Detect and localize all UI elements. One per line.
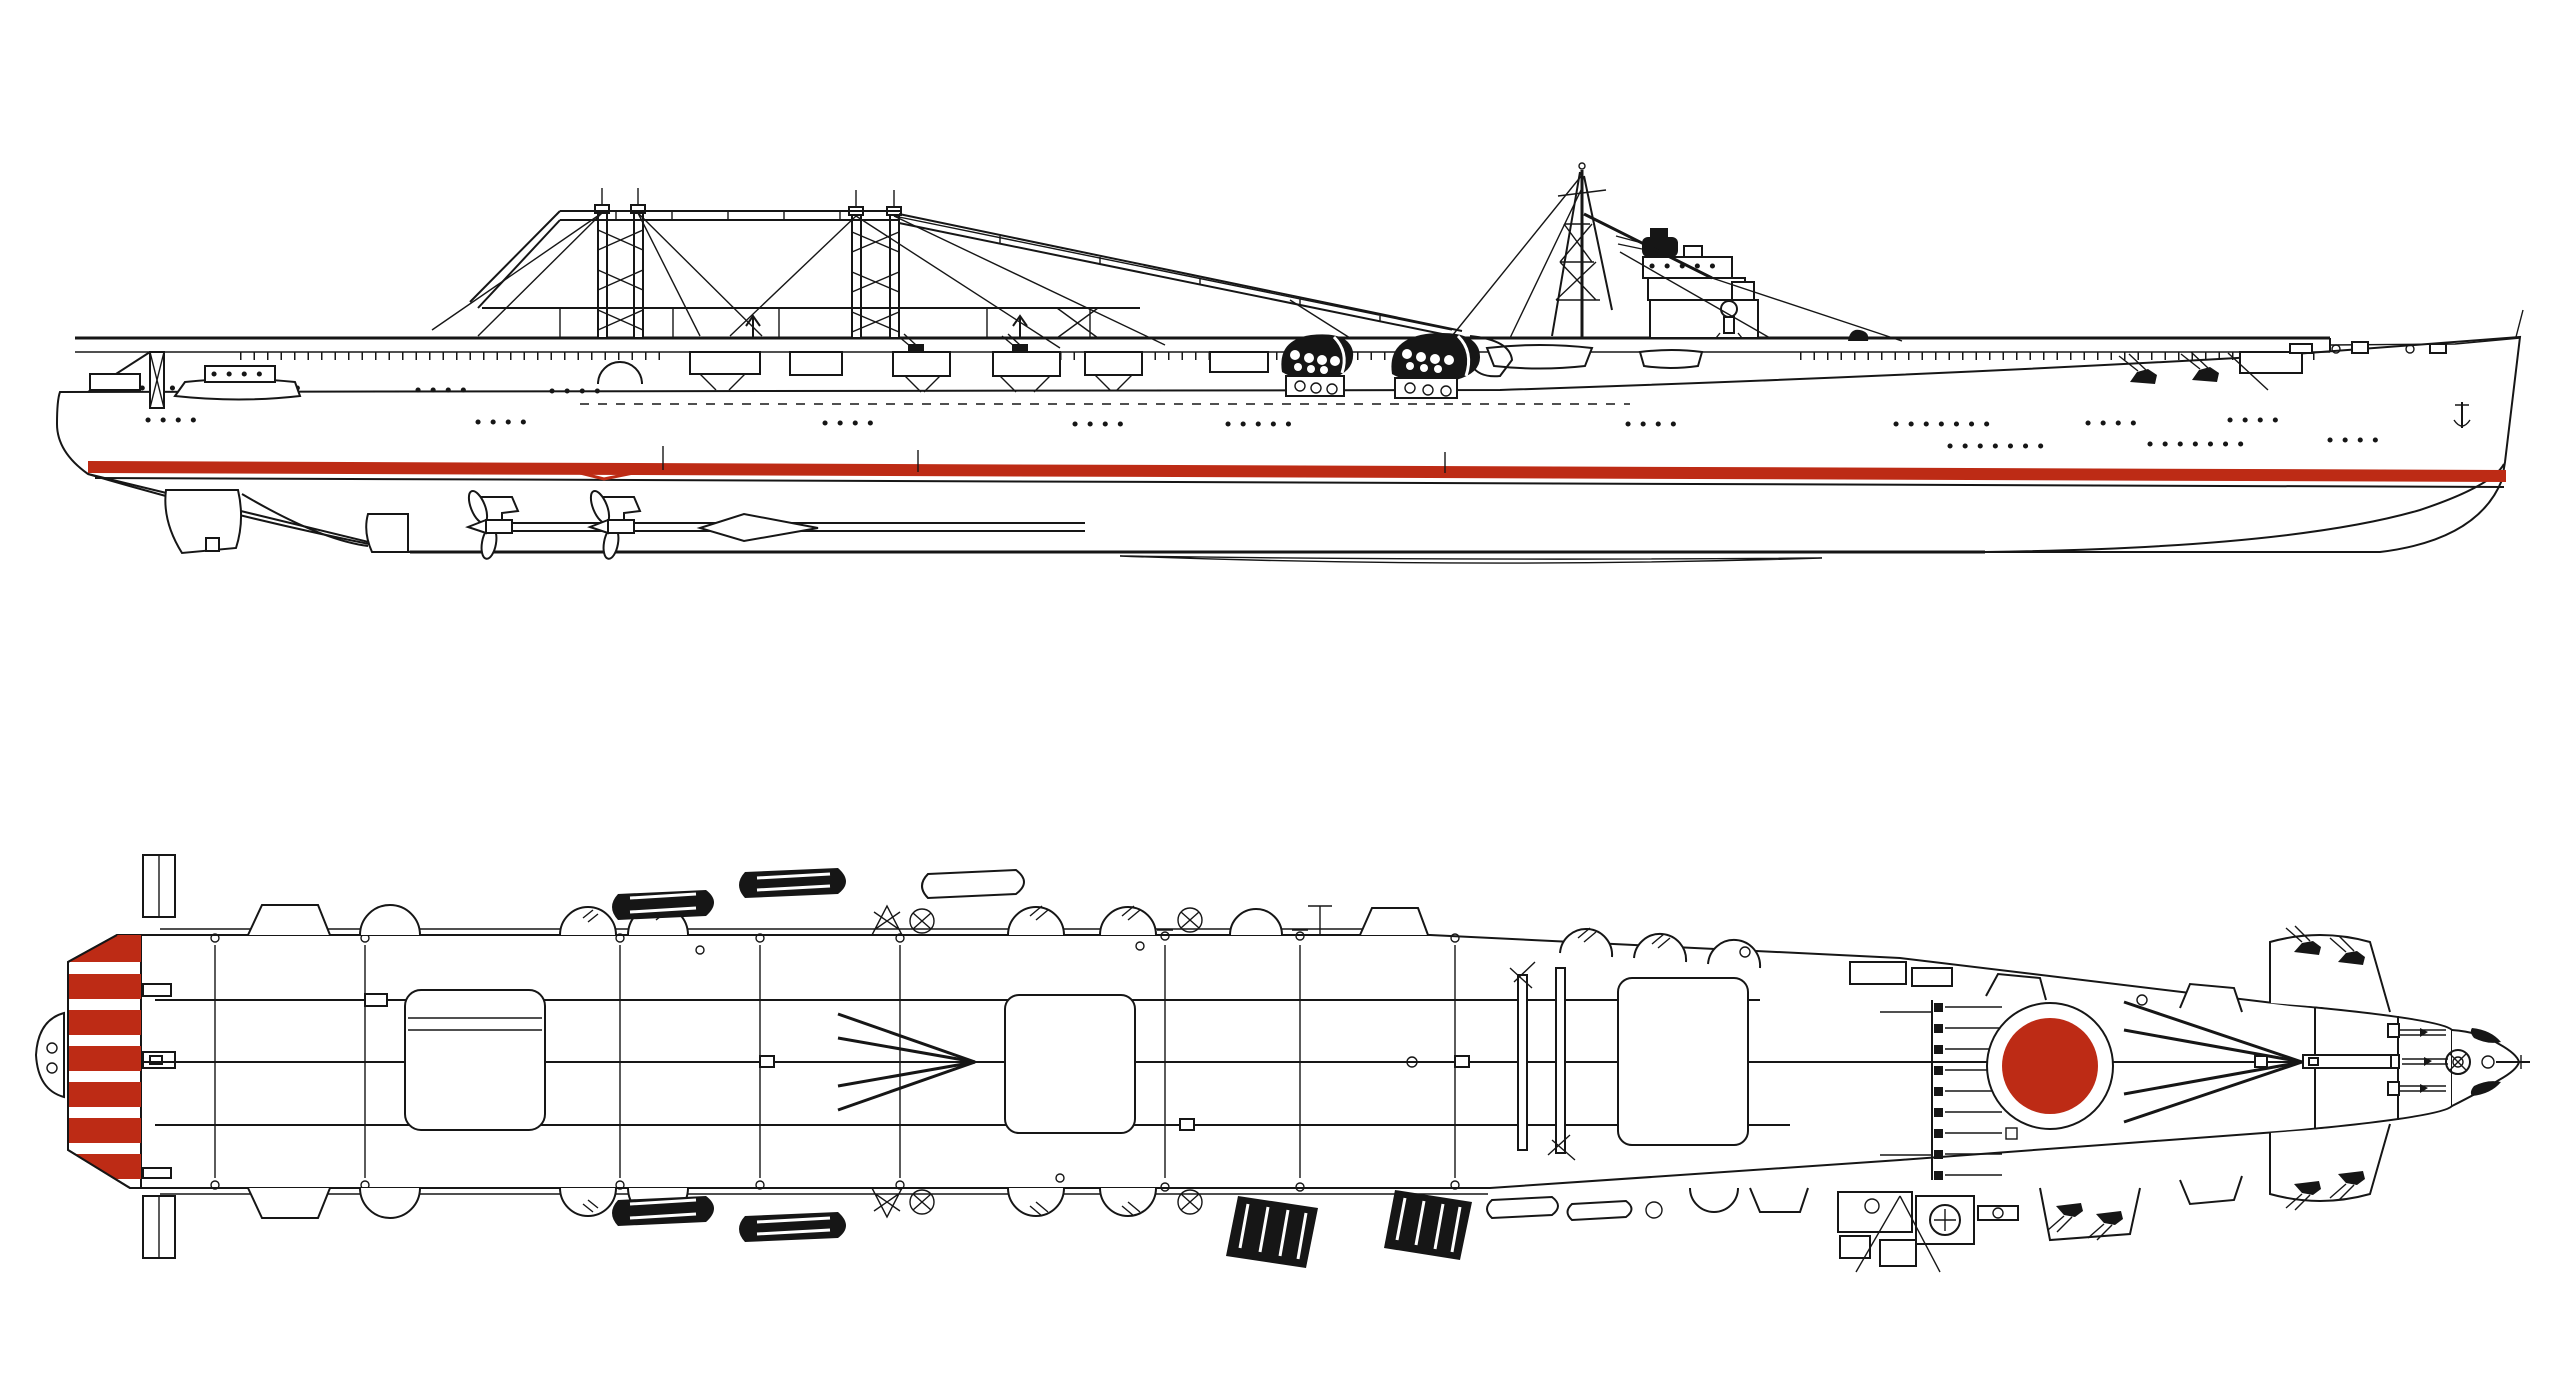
gantry-truss (469, 210, 1463, 339)
red-boom-chevron (559, 466, 649, 481)
accommodation-ladder (2227, 352, 2269, 391)
ships-boat (1638, 349, 1704, 369)
aft-deck-stripes (68, 935, 141, 1179)
anchor-pocket (2470, 1081, 2501, 1096)
aa-director (1715, 300, 1743, 339)
hinomaru-roundel (1986, 1002, 2114, 1130)
forecastle-details (2118, 341, 2471, 428)
underwater-hull (87, 463, 2505, 564)
anchor (2453, 402, 2471, 428)
propeller-aft (465, 490, 614, 560)
stowed-boat-outline (1566, 1199, 1633, 1222)
side-profile-view (55, 162, 2524, 564)
ships-boat (1485, 344, 1594, 370)
hull-outline (55, 335, 2522, 553)
deck-fairleads (695, 941, 2148, 1183)
island-aa-mount (1615, 228, 1678, 257)
shaft-spear-fairing (696, 512, 819, 543)
quarter-boat-cabin (204, 365, 276, 383)
waterline (88, 446, 2506, 488)
island-superstructure (1451, 162, 1903, 342)
deck-edge-antenna (1308, 905, 1332, 935)
derrick-boom (1583, 212, 1713, 280)
deck-edge-sponsons (597, 333, 2303, 393)
deck-edge-bottom (247, 1123, 2391, 1273)
cable-reel (909, 908, 935, 934)
mast-stays (1451, 174, 1903, 342)
tripod-mast (1551, 162, 1613, 338)
arresting-wires (210, 929, 1460, 1192)
funnel-1-plan (1226, 1196, 1318, 1268)
elevator-forward (1617, 977, 1749, 1146)
landing-chevron-forward (2123, 1000, 2303, 1124)
crash-barriers (1509, 961, 1576, 1161)
stowed-boat-black (739, 1212, 846, 1242)
waterline-shadow (94, 477, 2505, 488)
anchor-pocket (2470, 1028, 2501, 1043)
waterline-stripe (88, 461, 2506, 482)
bow-aa-mount (2180, 351, 2219, 382)
aft-gantry (431, 188, 1463, 349)
davit-blob (1848, 329, 1869, 341)
elevator-mid (1004, 994, 1136, 1134)
crane-track (2302, 1054, 2392, 1069)
funnel-2-plan (1384, 1190, 1472, 1260)
pompom-gun (1001, 333, 1028, 352)
stern-gallery (87, 351, 302, 409)
jackstaff (2515, 309, 2524, 338)
hull-details (109, 385, 2393, 449)
wire-end-weights (210, 929, 1460, 1192)
aft-stripe-border (67, 934, 131, 1189)
boat-davit (871, 1187, 903, 1219)
stern-platform (34, 1011, 65, 1099)
bow-bulwark (2329, 337, 2521, 346)
stowed-boat-black (739, 868, 846, 898)
shaft-fairing (241, 493, 369, 547)
deck-plan-view (34, 854, 2530, 1273)
rudder (164, 489, 242, 555)
funnels-side (1281, 333, 1514, 399)
island-plan (1837, 1191, 2019, 1273)
rudder-notch (205, 537, 220, 552)
landing-chevron-mid (837, 1012, 976, 1112)
gantry-mast-pair-fwd (848, 190, 902, 339)
elevator-aft (404, 989, 546, 1131)
boat-davit (871, 904, 903, 936)
deck-edge-top (247, 868, 2391, 1013)
bow-aa-mount (2118, 353, 2157, 384)
bow-sponson-bottom (2269, 1123, 2391, 1202)
bilge-keel (1119, 555, 1823, 564)
gantry-stays (431, 212, 1453, 349)
skeg-block (365, 513, 409, 553)
aa-cluster-plan (2039, 1187, 2141, 1242)
forefoot-line (1984, 463, 2505, 553)
stowed-boat-outline (921, 868, 1025, 900)
hangar-arch (597, 361, 643, 385)
bow-sponson-top (2269, 934, 2391, 1013)
funnel-trunk (1469, 335, 1514, 378)
stowed-boat-outline (1486, 1195, 1559, 1220)
